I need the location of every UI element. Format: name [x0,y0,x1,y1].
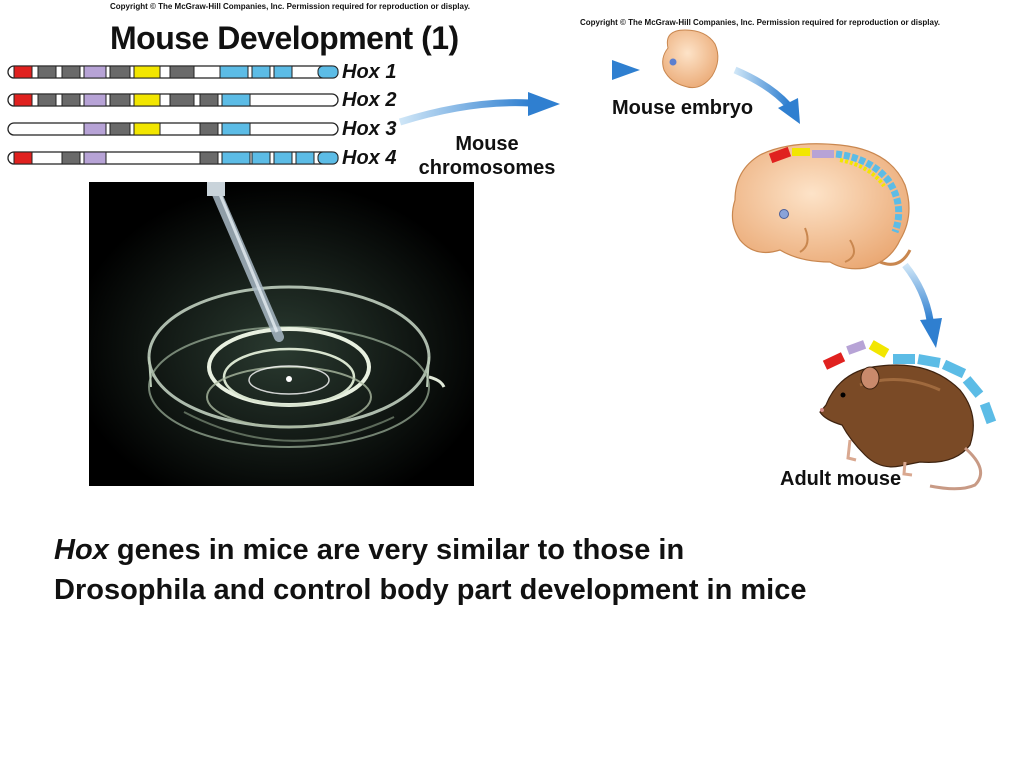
arrow-chromosomes-to-embryo [398,92,560,126]
caption-italic-hox: Hox [54,534,109,566]
chromosome-hox4 [7,151,339,165]
hox3-label: Hox 3 [342,118,397,140]
adult-mouse-label: Adult mouse [780,468,902,490]
mouse-chromosomes-label-line2: chromosomes [418,157,556,179]
arrow-to-embryo [565,60,640,80]
mouse-chromosomes-label: Mouse chromosomes [412,132,562,180]
hox1-label: Hox 1 [342,61,397,83]
small-embryo [662,29,719,89]
mouse-embryo-label: Mouse embryo [612,97,754,119]
caption-line1-rest: genes in mice are very similar to those … [108,534,685,566]
chromosome-hox2 [7,93,339,107]
caption-line2: Drosophila and control body part develop… [54,574,807,606]
hox2-label: Hox 2 [342,89,397,111]
copyright-notice-right: Copyright © The McGraw-Hill Companies, I… [580,18,941,27]
petri-dish-image [89,182,474,486]
chromosome-hox1 [7,65,339,79]
adult-mouse-illustration [819,340,997,491]
hox4-label: Hox 4 [342,147,397,169]
petri-dish-photo [89,182,474,486]
arrow-fetus-to-adult [902,262,942,348]
arrow-embryo-to-fetus [733,66,800,124]
caption-text: Hox genes in mice are very similar to th… [54,530,974,610]
mouse-chromosomes-label-line1: Mouse [455,133,519,155]
figure-title: Mouse Development (1) [110,20,459,56]
chromosome-hox3 [7,122,339,136]
copyright-notice-left: Copyright © The McGraw-Hill Companies, I… [110,2,471,11]
fetus-illustration [731,143,912,270]
